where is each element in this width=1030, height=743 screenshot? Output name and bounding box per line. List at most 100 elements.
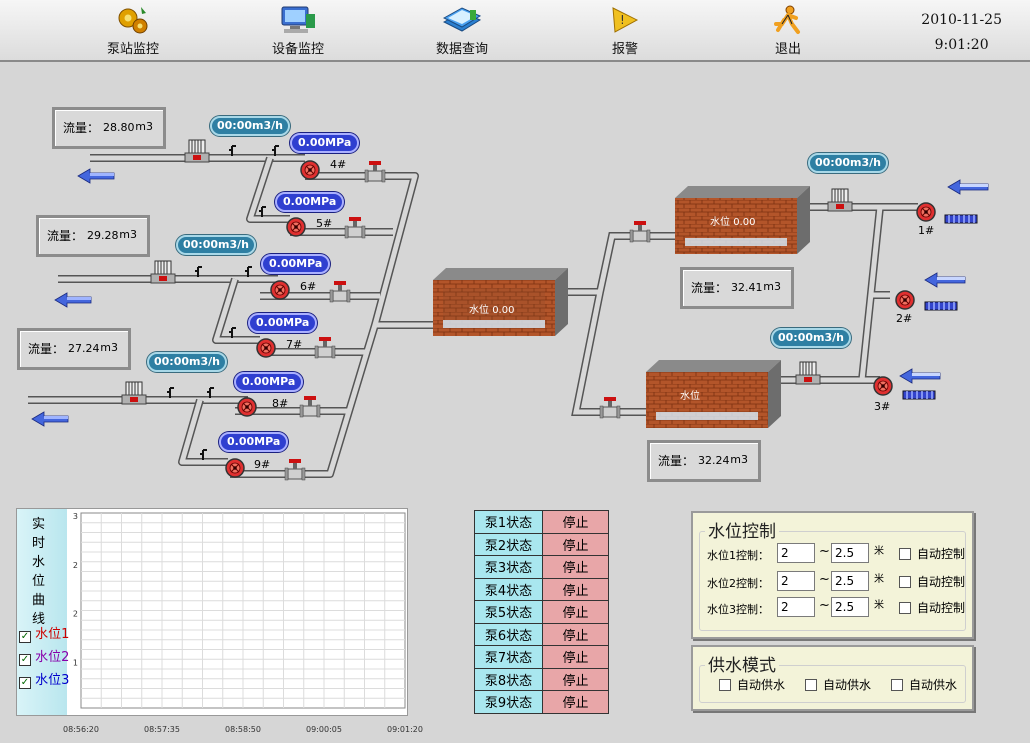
level-control-frame <box>699 531 966 631</box>
warning-icon: ! <box>612 7 639 33</box>
legend-label: 水位2 <box>35 650 70 665</box>
legend-checkbox[interactable]: ✓ <box>19 654 31 666</box>
tank-center <box>433 268 568 336</box>
pump-status-cell: 停止 <box>542 622 609 646</box>
pressure-badge: 0.00MPa <box>248 313 318 333</box>
level-low-input[interactable]: 2 <box>777 543 815 563</box>
x-tick-label: 08:57:35 <box>144 725 180 734</box>
x-tick-label: 09:00:05 <box>306 725 342 734</box>
level-high-input[interactable]: 2.5 <box>831 597 869 617</box>
level-low-input[interactable]: 2 <box>777 571 815 591</box>
pump-name-cell: 泵9状态 <box>474 690 543 714</box>
supply-mode-option-1[interactable]: 自动供水 <box>719 676 785 693</box>
y-tick-label: 3 <box>73 512 78 521</box>
tank-level-value: 0.00 <box>492 305 515 316</box>
x-tick-label: 09:01:20 <box>387 725 423 734</box>
tank-level-label: 水位 <box>680 391 700 402</box>
flow-label: 流量： <box>63 121 100 135</box>
equipment-monitor-button[interactable]: 设备监控 <box>253 4 343 58</box>
flow-rate-badge: 00:00m3/h <box>176 235 256 255</box>
date-display: 2010-11-25 <box>921 12 1002 28</box>
legend-checkbox[interactable]: ✓ <box>19 631 31 643</box>
supply-mode-title: 供水模式 <box>705 651 779 676</box>
x-tick-label: 08:56:20 <box>63 725 99 734</box>
flow-readout-5: 流量： 32.24 m3 <box>647 440 761 482</box>
pump-status-row: 泵2状态停止 <box>474 532 609 556</box>
time-display: 9:01:20 <box>934 37 989 53</box>
flow-readout-4: 流量： 32.41 m3 <box>680 267 794 309</box>
level-control-title: 水位控制 <box>705 517 779 542</box>
legend-label: 水位3 <box>35 673 70 688</box>
range-separator: ~ <box>819 598 830 613</box>
pump-number: 8# <box>272 397 289 410</box>
option-label: 自动供水 <box>823 678 872 692</box>
pump-name-cell: 泵1状态 <box>474 510 543 534</box>
supply-mode-option-2[interactable]: 自动供水 <box>805 676 871 693</box>
auto-control-checkbox[interactable]: 自动控制 <box>899 599 965 616</box>
option-label: 自动供水 <box>909 678 958 692</box>
pressure-badge: 0.00MPa <box>219 432 289 452</box>
level-unit: 米 <box>874 574 884 585</box>
pump-number: 7# <box>286 338 303 351</box>
data-query-button[interactable]: 数据查询 <box>417 4 507 58</box>
legend-item-level-1[interactable]: ✓ 水位1 <box>19 623 70 643</box>
auto-control-label: 自动控制 <box>917 575 966 589</box>
alarm-label: 报警 <box>611 42 638 57</box>
pump-name-cell: 泵4状态 <box>474 577 543 601</box>
pump-name-cell: 泵5状态 <box>474 600 543 624</box>
pump-status-cell: 停止 <box>542 600 609 624</box>
pump-number: 6# <box>300 280 317 293</box>
flow-value: 29.28 <box>87 229 119 242</box>
pump-status-row: 泵5状态停止 <box>474 600 609 624</box>
checkbox[interactable] <box>899 576 911 588</box>
pump-status-row: 泵6状态停止 <box>474 622 609 646</box>
checkbox[interactable] <box>805 679 817 691</box>
flow-value: 28.80 <box>103 121 135 134</box>
legend-item-level-2[interactable]: ✓ 水位2 <box>19 646 70 666</box>
exit-button[interactable]: 退出 <box>743 4 833 58</box>
tank-level-label: 水位 <box>710 217 730 228</box>
pressure-badge: 0.00MPa <box>290 133 360 153</box>
auto-control-checkbox[interactable]: 自动控制 <box>899 573 965 590</box>
pump-status-cell: 停止 <box>542 667 609 691</box>
level-control-label: 水位1控制： <box>707 549 769 562</box>
alarm-button[interactable]: ! 报警 <box>580 4 670 58</box>
level-low-input[interactable]: 2 <box>777 597 815 617</box>
checkbox[interactable] <box>719 679 731 691</box>
tank-right-bottom <box>646 360 781 428</box>
checkbox[interactable] <box>899 548 911 560</box>
pump-station-label: 泵站监控 <box>106 42 159 57</box>
legend-checkbox[interactable]: ✓ <box>19 677 31 689</box>
pump-station-button[interactable]: 泵站监控 <box>88 4 178 58</box>
pump-name-cell: 泵7状态 <box>474 645 543 669</box>
flow-unit: m3 <box>119 228 137 241</box>
checkbox[interactable] <box>891 679 903 691</box>
pump-status-cell: 停止 <box>542 532 609 556</box>
y-tick-label: 2 <box>73 610 78 619</box>
flow-label: 流量： <box>691 281 728 295</box>
pump-status-row: 泵9状态停止 <box>474 690 609 714</box>
pump-status-row: 泵8状态停止 <box>474 667 609 691</box>
legend-label: 水位1 <box>35 627 70 642</box>
supply-mode-option-3[interactable]: 自动供水 <box>891 676 957 693</box>
pump-status-row: 泵1状态停止 <box>474 510 609 534</box>
pump-status-cell: 停止 <box>542 690 609 714</box>
flow-value: 32.24 <box>698 454 730 467</box>
flow-rate-badge: 00:00m3/h <box>147 352 227 372</box>
exit-icon <box>774 5 800 34</box>
flow-rate-badge: 00:00m3/h <box>771 328 851 348</box>
auto-control-label: 自动控制 <box>917 547 966 561</box>
clock: 2010-11-25 9:01:20 <box>921 8 1002 58</box>
auto-control-checkbox[interactable]: 自动控制 <box>899 545 965 562</box>
level-high-input[interactable]: 2.5 <box>831 543 869 563</box>
x-tick-label: 08:58:50 <box>225 725 261 734</box>
chart-legend: 实时水位曲线 ✓ 水位1 ✓ 水位2 ✓ 水位3 <box>17 509 70 715</box>
pump-status-cell: 停止 <box>542 555 609 579</box>
flow-unit: m3 <box>135 120 153 133</box>
checkbox[interactable] <box>899 602 911 614</box>
level-high-input[interactable]: 2.5 <box>831 571 869 591</box>
legend-item-level-3[interactable]: ✓ 水位3 <box>19 669 70 689</box>
svg-text:!: ! <box>620 13 625 27</box>
